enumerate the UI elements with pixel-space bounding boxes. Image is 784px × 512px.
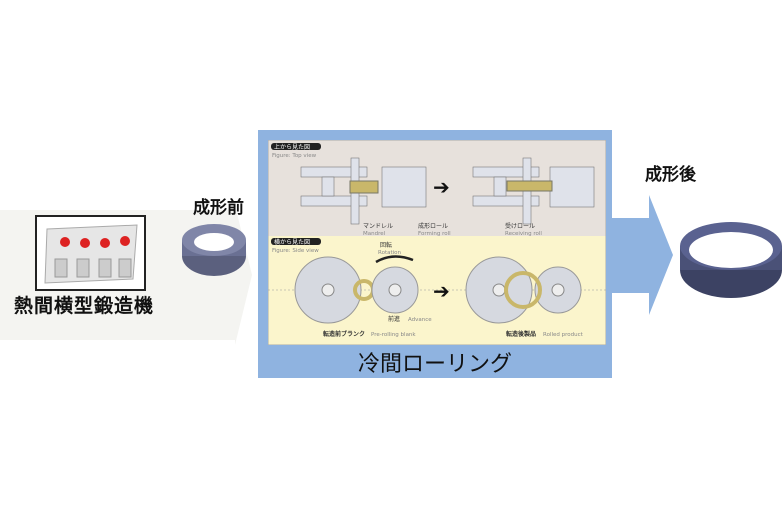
blank-label: 転造前ブランク — [323, 330, 365, 338]
cold-rolling-caption: 冷間ローリング — [357, 352, 512, 377]
process-arrow-right — [600, 195, 673, 315]
after-label: 成形後 — [645, 165, 696, 185]
mandrel-label-en: Mandrel — [363, 231, 386, 237]
rotation-label: 回転 — [380, 241, 392, 249]
forming-roll-label: 成形ロール — [418, 222, 448, 230]
advance-label-en: Advance — [408, 317, 432, 323]
product-label: 転造後製品 — [506, 330, 536, 338]
top-view-subtitle: Figure: Top view — [272, 153, 317, 159]
rolling-diagram: 上から見た図 Figure: Top view ➔ マンドレル Mandrel … — [268, 140, 606, 345]
before-label: 成形前 — [193, 198, 244, 218]
mandrel-label: マンドレル — [363, 223, 393, 230]
side-view-title: 横から見た図 — [274, 238, 310, 246]
ring-after-image — [680, 222, 782, 298]
forging-machine-label: 熱間横型鍛造機 — [14, 295, 155, 317]
side-view-subtitle: Figure: Side view — [272, 248, 319, 254]
blank-label-en: Pre-rolling blank — [371, 332, 416, 338]
forging-machine-image — [35, 215, 146, 291]
forming-roll-label-en: Forming roll — [418, 231, 451, 237]
arrow-icon: ➔ — [433, 175, 450, 199]
receiving-roll-label: 受けロール — [505, 222, 535, 230]
rotation-label-en: Rotation — [378, 250, 402, 256]
ring-before-image — [182, 224, 246, 276]
top-view-title: 上から見た図 — [274, 143, 310, 151]
top-view-right — [472, 157, 595, 225]
arrow-icon: ➔ — [433, 279, 450, 303]
advance-label: 前進 — [388, 315, 400, 323]
product-label-en: Rolled product — [543, 332, 584, 338]
receiving-roll-label-en: Receiving roll — [505, 231, 542, 237]
